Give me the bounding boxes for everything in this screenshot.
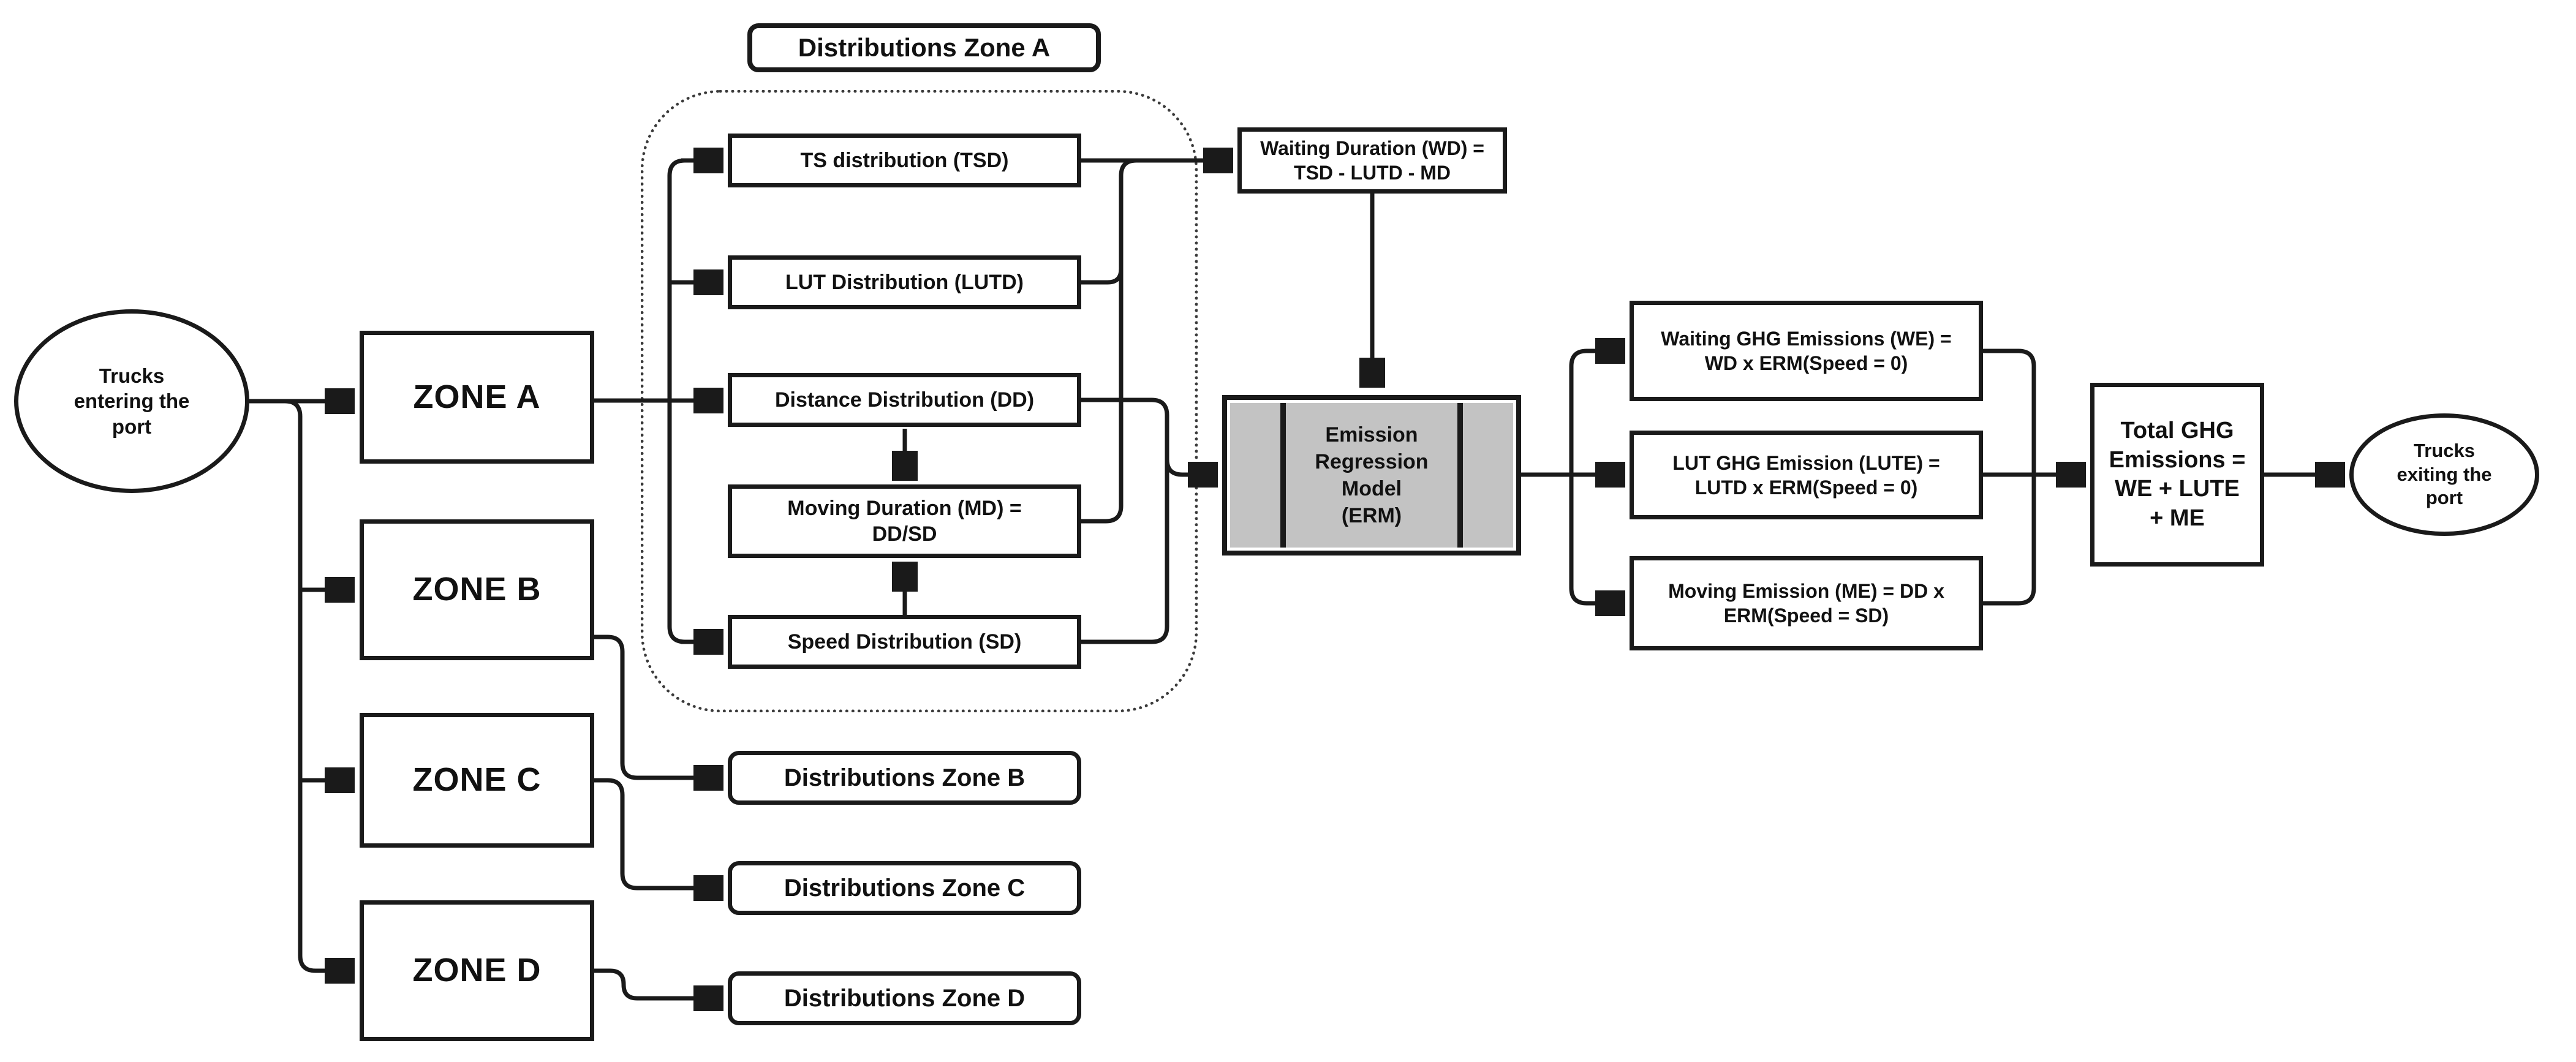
edge-trucksin-trunk-zoned [284,399,353,971]
distributions-zone-d-box: Distributions Zone D [728,971,1081,1025]
lutd-box: LUT Distribution (LUTD) [728,255,1081,309]
erm-right-bar [1457,403,1463,548]
sd-box: Speed Distribution (SD) [728,615,1081,669]
md-box: Moving Duration (MD) = DD/SD [728,484,1081,558]
zone-c-box: ZONE C [360,713,594,848]
we-box: Waiting GHG Emissions (WE) = WD x ERM(Sp… [1630,301,1983,401]
edge-zoneb-distb [594,635,722,778]
edge-zonec-distc [594,778,722,888]
edge-zoned-distd [594,968,722,998]
erm-box: Emission Regression Model (ERM) [1222,395,1521,555]
edge-dd-riser [1081,397,1169,416]
trucks-exiting-ellipse: Trucks exiting the port [2349,413,2539,536]
edge-we-merge [1983,348,2036,475]
zone-b-box: ZONE B [360,519,594,660]
erm-right-panel [1463,403,1513,548]
edge-bus-we [1569,351,1623,475]
edge-sd-riser [1081,626,1169,644]
edge-bus-me [1569,475,1623,603]
erm-label: Emission Regression Model (ERM) [1286,403,1457,548]
edge-md-riser-wd [1081,158,1137,524]
edge-lutd-riser [1081,268,1124,285]
erm-left-bar [1280,403,1286,548]
distributions-zone-b-box: Distributions Zone B [728,751,1081,805]
edge-me-merge [1983,475,2036,606]
zone-a-box: ZONE A [360,331,594,464]
zone-d-box: ZONE D [360,900,594,1041]
wd-box: Waiting Duration (WD) = TSD - LUTD - MD [1237,127,1507,194]
total-ghg-box: Total GHG Emissions = WE + LUTE + ME [2090,383,2264,567]
lute-box: LUT GHG Emission (LUTE) = LUTD x ERM(Spe… [1630,431,1983,519]
distributions-zone-c-box: Distributions Zone C [728,861,1081,915]
erm-left-panel [1230,403,1280,548]
trucks-entering-ellipse: Trucks entering the port [14,309,249,493]
edge-riser-erm [1165,459,1216,475]
tsd-box: TS distribution (TSD) [728,134,1081,187]
distributions-zone-a-title: Distributions Zone A [747,23,1101,72]
dd-box: Distance Distribution (DD) [728,373,1081,427]
me-box: Moving Emission (ME) = DD x ERM(Speed = … [1630,556,1983,650]
edge-zonea-branch-trunk [667,158,686,644]
